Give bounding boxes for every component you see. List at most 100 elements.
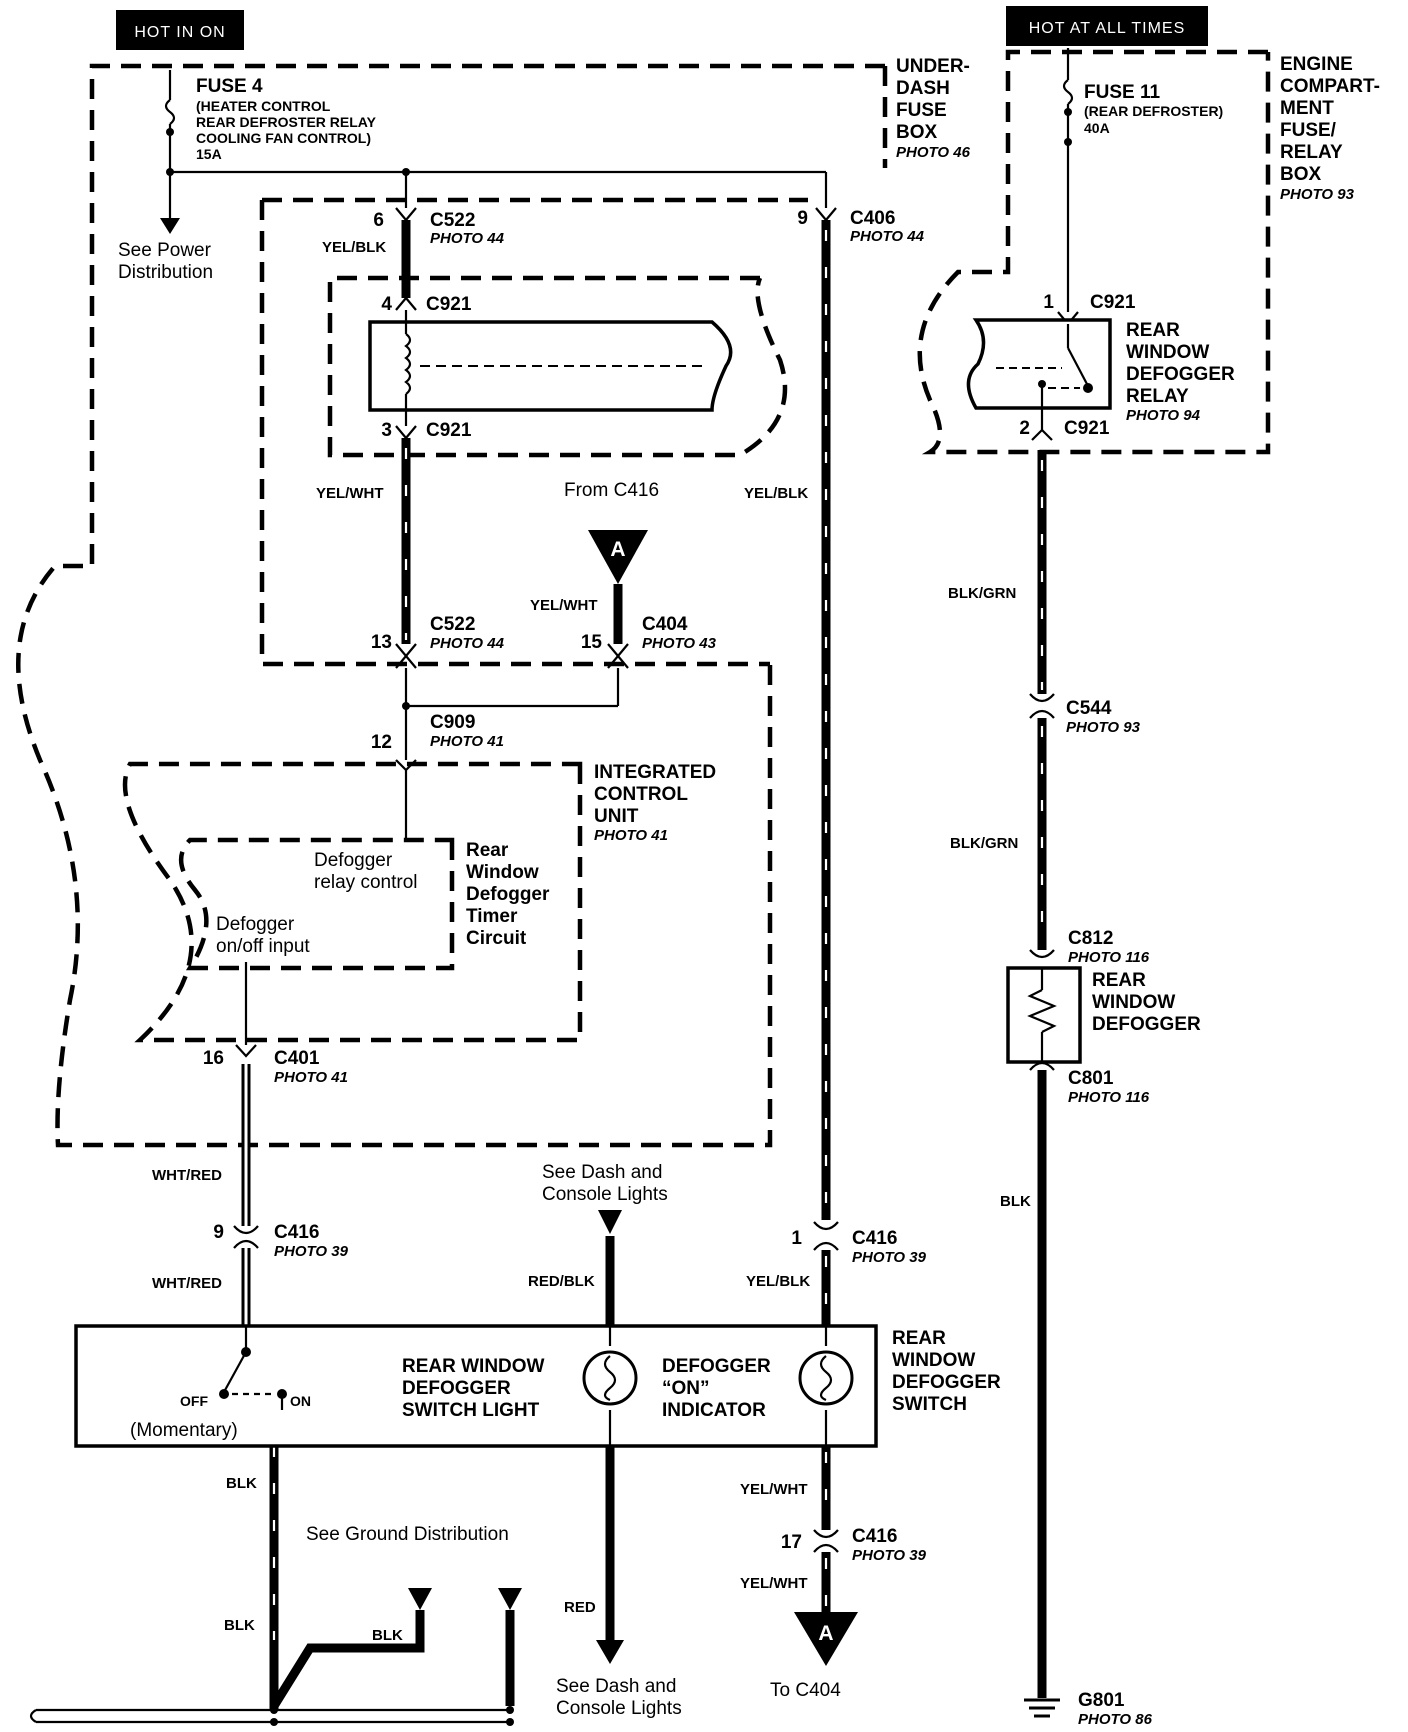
from-c416-label: From C416 xyxy=(564,480,659,501)
header-hot-in-on: HOT IN ON xyxy=(116,10,244,50)
icu-outline xyxy=(122,761,583,1043)
switch-title-4: SWITCH xyxy=(892,1394,967,1415)
c522-bot-pin: 13 xyxy=(371,632,392,653)
c801-name: C801 xyxy=(1068,1068,1114,1089)
ref-a-bottom-label: A xyxy=(818,1622,833,1645)
c522-bot-name: C522 xyxy=(430,614,475,635)
fuse-4-name: FUSE 4 xyxy=(196,76,263,97)
fuse-11-symbol xyxy=(1062,79,1074,105)
c921-pin3-num: 3 xyxy=(381,420,392,441)
g801-photo: PHOTO 86 xyxy=(1078,1711,1153,1728)
underdash-fuse-box-outline xyxy=(16,63,888,1148)
c406-pin: 9 xyxy=(797,208,808,229)
c404-photo: PHOTO 43 xyxy=(642,635,717,652)
see-dash-top-arrow xyxy=(598,1210,622,1234)
c921-pin2-num: 2 xyxy=(1019,418,1030,439)
wire-label-yel-wht-1: YEL/WHT xyxy=(316,485,384,502)
engine-box-label-1: ENGINE xyxy=(1280,54,1353,75)
underdash-label-4: BOX xyxy=(896,122,938,143)
wire-label-yel-blk-3: YEL/BLK xyxy=(746,1273,810,1290)
c401-name: C401 xyxy=(274,1048,320,1069)
see-power-2: Distribution xyxy=(118,262,213,283)
wire-label-red-blk: RED/BLK xyxy=(528,1273,595,1290)
see-power-1: See Power xyxy=(118,240,212,261)
timer-relay-control-1: Defogger xyxy=(314,850,393,871)
relay-label-3: DEFOGGER xyxy=(1126,364,1235,385)
rear-window-defogger-switch xyxy=(74,1324,878,1448)
c401-pin: 16 xyxy=(203,1048,224,1069)
c921-pin4-num: 4 xyxy=(381,294,392,315)
ground-g801-symbol xyxy=(1024,1698,1060,1718)
connector-c544 xyxy=(1029,693,1055,719)
connector-c406-pin9 xyxy=(815,207,837,222)
switch-title-1: REAR xyxy=(892,1328,946,1349)
switch-off-label: OFF xyxy=(180,1393,208,1409)
connector-block-outline xyxy=(259,197,808,667)
underdash-label-2: DASH xyxy=(896,78,950,99)
fuse-4-desc-2: REAR DEFROSTER RELAY xyxy=(196,114,377,130)
indicator-label-3: INDICATOR xyxy=(662,1400,766,1421)
wire-label-yel-wht-2: YEL/WHT xyxy=(740,1481,808,1498)
c801-photo: PHOTO 116 xyxy=(1068,1089,1150,1106)
fuse-11-desc: (REAR DEFROSTER) xyxy=(1084,103,1223,119)
c909-name: C909 xyxy=(430,712,475,733)
see-ground-label: See Ground Distribution xyxy=(306,1524,509,1545)
connector-c401-pin16 xyxy=(235,1044,257,1058)
c401-photo: PHOTO 41 xyxy=(274,1069,348,1086)
c544-name: C544 xyxy=(1066,698,1112,719)
indicator-label-1: DEFOGGER xyxy=(662,1356,771,1377)
ground-arrow-mid xyxy=(408,1588,432,1610)
relay-photo: PHOTO 94 xyxy=(1126,407,1201,424)
underdash-label-1: UNDER- xyxy=(896,56,970,77)
engine-box-label-5: RELAY xyxy=(1280,142,1343,163)
see-dash-top-2: Console Lights xyxy=(542,1184,668,1205)
c921-pin2-name: C921 xyxy=(1064,418,1110,439)
wire-label-yel-blk-1: YEL/BLK xyxy=(322,239,386,256)
timer-relay-control-2: relay control xyxy=(314,872,418,893)
header-hot-at-all-times-label: HOT AT ALL TIMES xyxy=(1029,20,1186,37)
rear-window-defogger-relay xyxy=(966,318,1112,430)
connector-c921-pin3 xyxy=(395,425,417,440)
engine-box-label-6: BOX xyxy=(1280,164,1322,185)
defrost-relay-coil xyxy=(368,320,733,412)
wire-label-blk-1: BLK xyxy=(1000,1193,1031,1210)
underdash-photo: PHOTO 46 xyxy=(896,144,971,161)
icu-label-1: INTEGRATED xyxy=(594,762,716,783)
rear-window-defogger xyxy=(1006,966,1082,1064)
connector-c801 xyxy=(1029,1061,1055,1071)
connector-c404-pin15 xyxy=(607,643,629,669)
wire-label-blk-grn-2: BLK/GRN xyxy=(950,835,1018,852)
wire-label-blk-4: BLK xyxy=(372,1627,403,1644)
connector-c522-pin6 xyxy=(395,207,417,222)
timer-onoff-2: on/off input xyxy=(216,936,310,957)
wire-blk-ground-branch xyxy=(270,1610,425,1709)
defogger-label-3: DEFOGGER xyxy=(1092,1014,1201,1035)
indicator-label-2: “ON” xyxy=(662,1378,710,1399)
timer-onoff-1: Defogger xyxy=(216,914,295,935)
wire-label-yel-wht-3: YEL/WHT xyxy=(740,1575,808,1592)
wire-label-yel-wht-a: YEL/WHT xyxy=(530,597,598,614)
icu-label-3: UNIT xyxy=(594,806,639,827)
relay-label-2: WINDOW xyxy=(1126,342,1209,363)
c416-pin17-num: 17 xyxy=(781,1532,802,1553)
c909-photo: PHOTO 41 xyxy=(430,733,504,750)
c921-pin1-num: 1 xyxy=(1043,292,1054,313)
c406-photo: PHOTO 44 xyxy=(850,228,925,245)
c522-top-photo: PHOTO 44 xyxy=(430,230,505,247)
underdash-label-3: FUSE xyxy=(896,100,947,121)
connector-c921-pin2 xyxy=(1031,428,1053,441)
c404-name: C404 xyxy=(642,614,688,635)
fuse-4-desc-1: (HEATER CONTROL xyxy=(196,98,331,114)
connector-c522-pin13 xyxy=(395,643,417,669)
icu-label-2: CONTROL xyxy=(594,784,688,805)
timer-circuit-outline xyxy=(179,837,455,971)
c909-pin: 12 xyxy=(371,732,392,753)
c544-photo: PHOTO 93 xyxy=(1066,719,1141,736)
header-hot-at-all-times: HOT AT ALL TIMES xyxy=(1006,6,1208,46)
switch-title-2: WINDOW xyxy=(892,1350,975,1371)
c921-pin1-name: C921 xyxy=(1090,292,1136,313)
ref-a-top-triangle: A xyxy=(588,530,648,584)
defogger-label-2: WINDOW xyxy=(1092,992,1175,1013)
timer-label-3: Defogger xyxy=(466,884,550,905)
engine-box-label-4: FUSE/ xyxy=(1280,120,1337,141)
